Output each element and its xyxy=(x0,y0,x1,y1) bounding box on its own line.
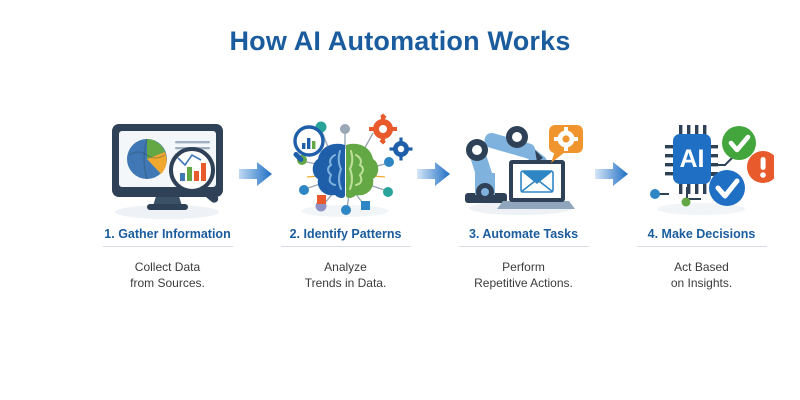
step-2-label: 2. Identify Patterns xyxy=(289,227,402,241)
step-1-label: 1. Gather Information xyxy=(104,227,231,241)
step-1-rule xyxy=(102,246,233,247)
step-3-automate-tasks[interactable]: 3. Automate Tasks Perform Repetitive Act… xyxy=(451,105,596,291)
step-4-description: Act Based on Insights. xyxy=(670,260,733,290)
chip-label: AI xyxy=(680,145,705,173)
steps-row: 1. Gather Information Collect Data from … xyxy=(95,105,774,291)
page-title: How AI Automation Works xyxy=(229,26,571,56)
step-4-rule xyxy=(636,246,767,247)
robot-arm-laptop-icon xyxy=(451,105,596,223)
brain-network-icon xyxy=(273,105,418,223)
step-2-description: Analyze Trends in Data. xyxy=(304,260,387,290)
step-3-rule xyxy=(458,246,589,247)
arrow-step2-to-step3 xyxy=(417,105,451,223)
step-3-label: 3. Automate Tasks xyxy=(468,227,579,241)
step-2-identify-patterns[interactable]: 2. Identify Patterns Analyze Trends in D… xyxy=(273,105,418,291)
step-1-description: Collect Data from Sources. xyxy=(130,260,205,290)
step-2-rule xyxy=(280,246,411,247)
step-1-gather-information[interactable]: 1. Gather Information Collect Data from … xyxy=(95,105,240,291)
arrow-step3-to-step4 xyxy=(595,105,629,223)
step-4-make-decisions[interactable]: AI 4. Make Decisions Act Based on Insigh… xyxy=(629,105,774,291)
arrow-step1-to-step2 xyxy=(239,105,273,223)
monitor-analytics-icon xyxy=(95,105,240,223)
step-3-description: Perform Repetitive Actions. xyxy=(474,260,573,290)
step-4-label: 4. Make Decisions xyxy=(647,227,756,241)
ai-chip-decisions-icon: AI xyxy=(629,105,774,223)
